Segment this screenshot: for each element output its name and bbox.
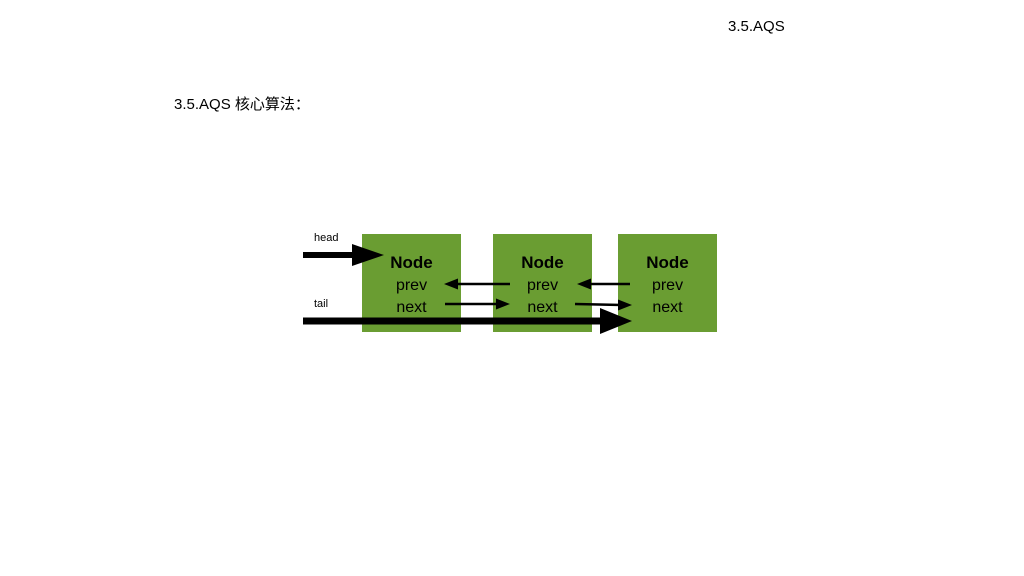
node-1-title: Node [390, 253, 433, 272]
section-title: 3.5.AQS 核心算法： [174, 96, 310, 113]
slide-header-label: 3.5.AQS [728, 18, 785, 35]
head-arrow [303, 244, 384, 266]
next-arrow-node2-to-node3 [574, 299, 632, 311]
node-1-next-field: next [396, 299, 427, 316]
node-3-prev-field: prev [652, 277, 683, 294]
prev-arrow-node2-to-node1 [444, 278, 510, 290]
tail-arrow [303, 308, 632, 334]
prev-arrow-node3-to-node2 [577, 278, 630, 290]
node-3-title: Node [646, 253, 689, 272]
node-box-1 [362, 234, 461, 332]
tail-pointer-label: tail [314, 298, 328, 310]
node-2-next-field: next [527, 299, 558, 316]
node-1-prev-field: prev [396, 277, 427, 294]
node-3-next-field: next [652, 299, 683, 316]
node-2-prev-field: prev [527, 277, 558, 294]
next-arrow-node1-to-node2 [445, 298, 510, 310]
head-pointer-label: head [314, 232, 338, 244]
node-box-3 [618, 234, 717, 332]
node-2-title: Node [521, 253, 564, 272]
